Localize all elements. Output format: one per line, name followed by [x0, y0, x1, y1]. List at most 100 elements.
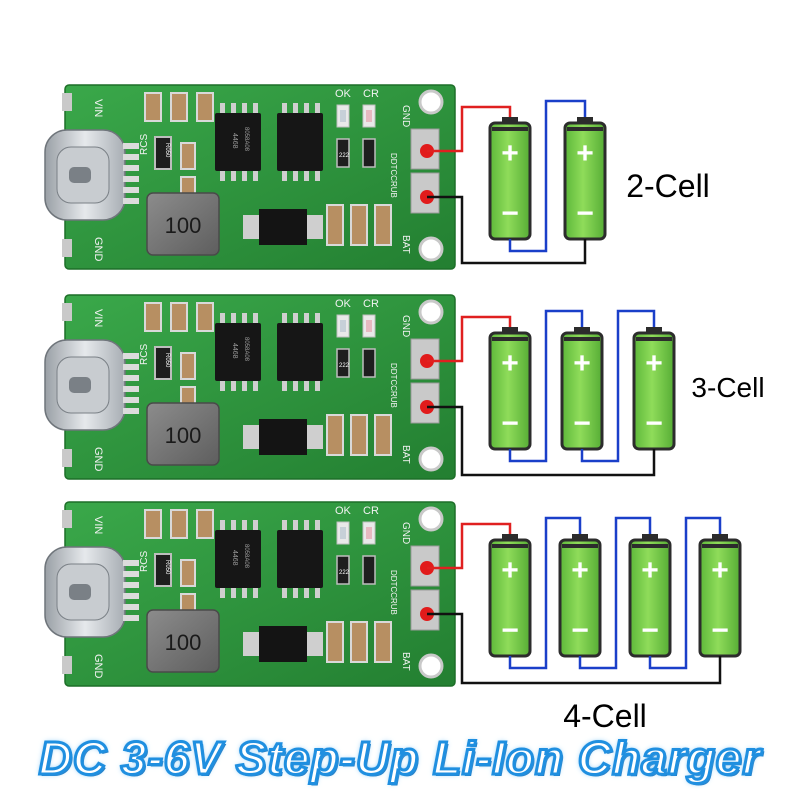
- chip-pin: [242, 588, 247, 598]
- silk-ok: OK: [335, 88, 352, 100]
- output-capacitor: [374, 204, 392, 246]
- chip-pin: [231, 103, 236, 113]
- chip-pin: [282, 381, 287, 391]
- smd-capacitor: [196, 302, 214, 332]
- chip-pin: [315, 313, 320, 323]
- wire-positive: [427, 315, 512, 363]
- cell-config-label: 4-Cell: [563, 698, 647, 734]
- usb-pin: [123, 560, 139, 566]
- battery-plus-sign: +: [501, 137, 519, 170]
- wire-series: [508, 99, 587, 253]
- diode-pad: [243, 215, 259, 239]
- led-cr-lens: [366, 527, 372, 539]
- cell-config-label: 3-Cell: [691, 372, 764, 403]
- chip-pin: [304, 313, 309, 323]
- battery-band: [632, 544, 668, 548]
- chip-marking: 4468: [231, 343, 238, 359]
- battery-band: [492, 337, 528, 341]
- schottky-diode: [259, 419, 307, 455]
- usb-pin: [123, 593, 139, 599]
- battery-plus-sign: +: [501, 347, 519, 380]
- chip-pin: [304, 588, 309, 598]
- inductor-marking: 100: [165, 423, 202, 448]
- wire-negative: [427, 195, 587, 265]
- current-sense-resistor: [154, 136, 172, 170]
- led-resistor: [362, 555, 376, 585]
- battery-plus-sign: +: [571, 554, 589, 587]
- edge-pad: [62, 510, 72, 528]
- smd-capacitor: [170, 92, 188, 122]
- charger-chip: [277, 530, 323, 588]
- usb-pin: [123, 353, 139, 359]
- battery-minus-sign: −: [641, 614, 659, 647]
- led-resistor-marking: 222: [339, 570, 350, 576]
- chip-pin: [220, 171, 225, 181]
- chip-pin: [315, 520, 320, 530]
- chip-marking: 4468: [231, 133, 238, 149]
- usb-pin: [123, 165, 139, 171]
- silk-bat: BAT: [400, 445, 411, 464]
- battery-cap: [502, 327, 518, 335]
- usb-c-tongue: [69, 377, 91, 393]
- led-resistor: [362, 138, 376, 168]
- wire-series: [578, 516, 652, 670]
- chip-pin: [253, 103, 258, 113]
- battery-band: [492, 127, 528, 131]
- chip-pin: [304, 520, 309, 530]
- battery-cap: [574, 327, 590, 335]
- silk-model: DDTCCRUB: [389, 363, 398, 408]
- diode-pad: [243, 632, 259, 656]
- inductor: [146, 609, 220, 673]
- controller-chip: [215, 113, 261, 171]
- chip-pin: [231, 171, 236, 181]
- battery-plus-sign: +: [576, 137, 594, 170]
- led-resistor: [336, 138, 350, 168]
- wire-series: [508, 309, 584, 463]
- chip-pin: [220, 381, 225, 391]
- smd-capacitor: [180, 559, 196, 587]
- controller-chip: [215, 323, 261, 381]
- chip-pin: [242, 103, 247, 113]
- chip-pin: [220, 313, 225, 323]
- controller-chip: [215, 530, 261, 588]
- chip-pin: [231, 588, 236, 598]
- smd-capacitor: [144, 302, 162, 332]
- silk-vin: VIN: [92, 516, 104, 534]
- chip-pin: [242, 520, 247, 530]
- battery-minus-sign: −: [501, 197, 519, 230]
- charger-chip: [277, 323, 323, 381]
- edge-pad: [62, 303, 72, 321]
- battery-cap: [502, 117, 518, 125]
- resistor-marking: R050: [164, 560, 170, 575]
- wire-positive: [427, 522, 512, 570]
- usb-pin: [123, 176, 139, 182]
- chip-pin: [304, 381, 309, 391]
- chip-pin: [315, 171, 320, 181]
- cell-config-label: 2-Cell: [626, 168, 710, 204]
- chip-pin: [220, 588, 225, 598]
- chip-pin: [293, 520, 298, 530]
- mounting-hole: [418, 653, 444, 679]
- edge-pad: [62, 239, 72, 257]
- silk-gnd-output: GND: [400, 522, 411, 544]
- mounting-hole: [418, 506, 444, 532]
- battery-plus-sign: +: [641, 554, 659, 587]
- wire-negative: [427, 612, 722, 685]
- chip-pin: [315, 103, 320, 113]
- wire-series: [580, 309, 656, 463]
- output-capacitor: [326, 414, 344, 456]
- battery-cap: [502, 534, 518, 542]
- usb-pin: [123, 375, 139, 381]
- usb-pin: [123, 397, 139, 403]
- edge-pad: [62, 656, 72, 674]
- usb-pin: [123, 615, 139, 621]
- battery-band: [564, 337, 600, 341]
- chip-pin: [304, 171, 309, 181]
- battery-cap: [572, 534, 588, 542]
- chip-pin: [231, 520, 236, 530]
- usb-pin: [123, 143, 139, 149]
